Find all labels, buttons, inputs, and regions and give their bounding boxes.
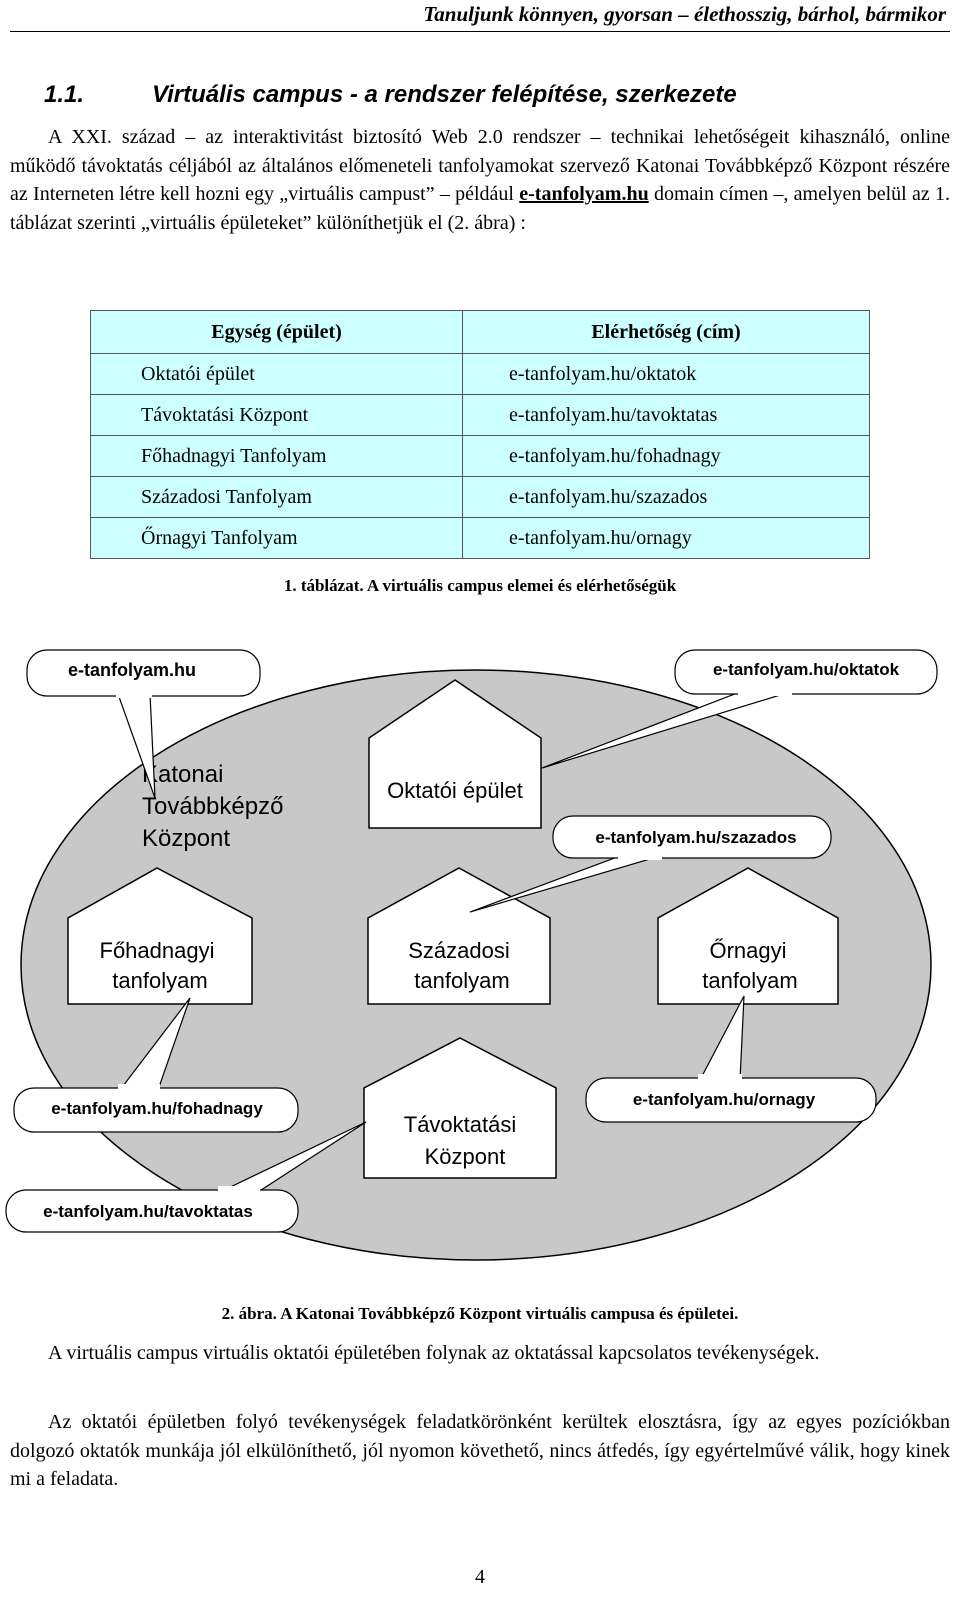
table-cell-unit: Főhadnagyi Tanfolyam (89, 435, 464, 477)
building-label: Századosi (408, 938, 510, 963)
building-label: tanfolyam (112, 968, 207, 993)
table-row: Főhadnagyi Tanfolyam e-tanfolyam.hu/foha… (89, 435, 870, 477)
table-cell-address: e-tanfolyam.hu/szazados (462, 476, 870, 518)
table-cell-unit: Őrnagyi Tanfolyam (89, 517, 464, 559)
campus-table: Egység (épület) Elérhetőség (cím) Oktató… (89, 310, 870, 559)
callout-text: e-tanfolyam.hu/fohadnagy (51, 1099, 263, 1118)
section-heading: 1.1. Virtuális campus - a rendszer felépí… (44, 81, 737, 109)
table-cell-address: e-tanfolyam.hu/fohadnagy (462, 435, 870, 477)
building-label: Őrnagyi (709, 938, 786, 963)
campus-label-line: Katonai (142, 761, 223, 788)
table-cell-address: e-tanfolyam.hu/tavoktatas (462, 394, 870, 436)
table-cell-unit: Oktatói épület (89, 353, 464, 395)
building-label: tanfolyam (702, 968, 797, 993)
table-row: Oktatói épület e-tanfolyam.hu/oktatok (89, 353, 870, 395)
table-cell-address: e-tanfolyam.hu/ornagy (462, 517, 870, 559)
callout-oktatok: e-tanfolyam.hu/oktatok (541, 649, 938, 769)
body-paragraph: A virtuális campus virtuális oktatói épü… (48, 1342, 820, 1364)
table-caption: 1. táblázat. A virtuális campus elemei é… (283, 576, 677, 595)
section-title: Virtuális campus - a rendszer felépítése… (152, 81, 737, 108)
campus-label-line: Központ (142, 825, 230, 852)
callout-text: e-tanfolyam.hu/ornagy (633, 1090, 816, 1109)
table-row: Őrnagyi Tanfolyam e-tanfolyam.hu/ornagy (89, 517, 870, 559)
callout-ornagy: e-tanfolyam.hu/ornagy (585, 995, 877, 1123)
campus-label: Katonai Továbbképző Központ (142, 761, 290, 852)
table-header-unit: Egység (épület) (89, 310, 464, 354)
building-ornagyi: Őrnagyi tanfolyam (657, 867, 839, 1005)
callout-text: e-tanfolyam.hu/oktatok (713, 660, 900, 679)
callout-text: e-tanfolyam.hu/szazados (595, 828, 796, 847)
campus-label-line: Továbbképző (142, 793, 283, 820)
section-number: 1.1. (44, 81, 85, 108)
building-tavoktatasi: Távoktatási Központ (363, 1037, 557, 1179)
callout-text: e-tanfolyam.hu/tavoktatas (43, 1202, 253, 1221)
building-label: Távoktatási (404, 1112, 517, 1137)
intro-text-after: domain címen –, amelyen belül az 1. tábl… (10, 183, 950, 234)
page-number: 4 (475, 1566, 485, 1588)
callout-fohadnagy: e-tanfolyam.hu/fohadnagy (13, 997, 299, 1133)
callout-tavoktatas: e-tanfolyam.hu/tavoktatas (5, 1121, 367, 1233)
table-cell-unit: Századosi Tanfolyam (89, 476, 464, 518)
callout-root: e-tanfolyam.hu (26, 649, 261, 799)
domain-link[interactable]: e-tanfolyam.hu (519, 183, 649, 205)
header-rule (10, 31, 950, 32)
table-row: Századosi Tanfolyam e-tanfolyam.hu/szaza… (89, 476, 870, 518)
table-header-address: Elérhetőség (cím) (462, 310, 870, 354)
running-header: Tanuljunk könnyen, gyorsan – élethosszig… (423, 2, 946, 26)
building-label: Központ (425, 1144, 506, 1169)
figure-caption: 2. ábra. A Katonai Továbbképző Központ v… (221, 1304, 739, 1323)
table-cell-unit: Távoktatási Központ (89, 394, 464, 436)
intro-paragraph: A XXI. század – az interaktivitást bizto… (10, 123, 950, 237)
building-label: tanfolyam (414, 968, 509, 993)
building-oktatoi: Oktatói épület (368, 679, 542, 829)
building-label: Főhadnagyi (100, 938, 215, 963)
building-label: Oktatói épület (387, 778, 523, 803)
table-header-row: Egység (épület) Elérhetőség (cím) (89, 310, 870, 354)
campus-diagram: Katonai Továbbképző Központ Oktatói épül… (5, 649, 938, 1261)
callout-szazados: e-tanfolyam.hu/szazados (469, 815, 832, 913)
body-paragraph: Az oktatói épületben folyó tevékenységek… (10, 1411, 950, 1490)
intro-text-before: A XXI. század – az interaktivitást bizto… (10, 126, 950, 205)
table-row: Távoktatási Központ e-tanfolyam.hu/tavok… (89, 394, 870, 436)
table-cell-address: e-tanfolyam.hu/oktatok (462, 353, 870, 395)
callout-text: e-tanfolyam.hu (68, 660, 196, 680)
building-fohadnagyi: Főhadnagyi tanfolyam (67, 867, 253, 1005)
